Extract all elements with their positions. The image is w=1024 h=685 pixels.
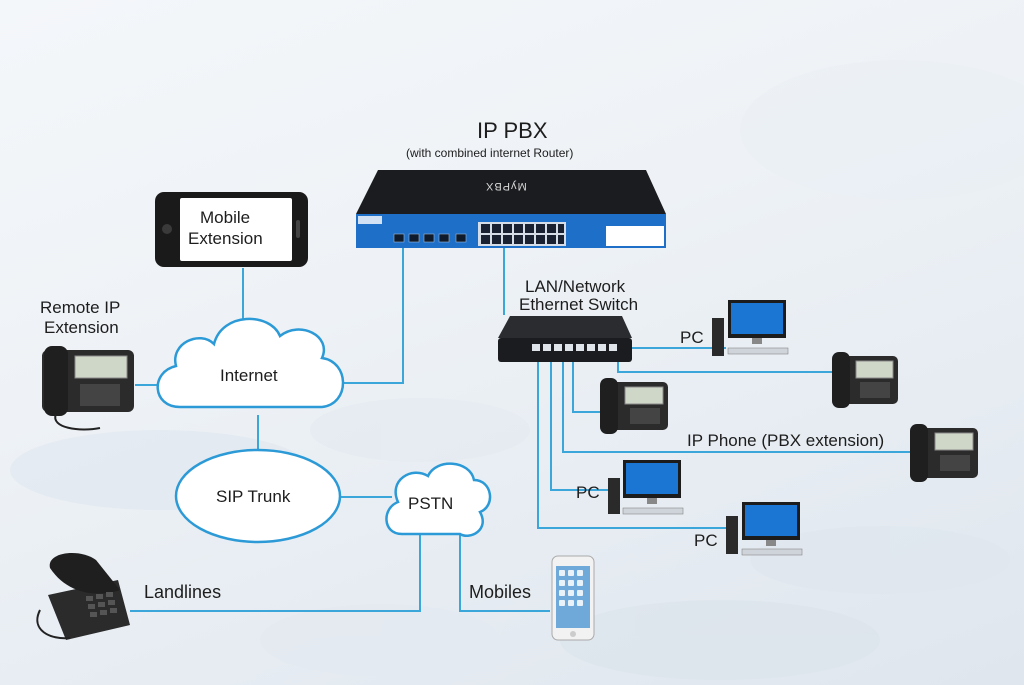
link-pstn-landline <box>130 535 421 612</box>
pc-2-device <box>608 460 684 515</box>
internet-label: Internet <box>220 366 278 385</box>
smartphone-device <box>551 555 595 641</box>
internet-cloud <box>156 317 345 409</box>
pc-3-label: PC <box>694 531 718 550</box>
sip-trunk-ellipse <box>174 448 342 544</box>
pstn-cloud <box>385 462 492 537</box>
connection-links <box>130 247 910 612</box>
pbx-subtitle: (with combined internet Router) <box>406 146 574 160</box>
ip-phone-right-bottom <box>910 424 978 482</box>
link-switch-pc3 <box>537 360 726 529</box>
link-switch-pc2 <box>550 360 608 491</box>
mobile-extension-label-line2: Extension <box>188 229 263 248</box>
remote-ip-label-line1: Remote IP <box>40 298 121 317</box>
link-switch-phone-mid <box>572 360 604 413</box>
landline-phone <box>36 553 130 640</box>
link-pstn-mobile <box>459 535 550 612</box>
ip-pbx-device <box>356 170 666 248</box>
pc-1-device <box>712 300 789 356</box>
mobiles-label: Mobiles <box>469 582 532 602</box>
background-keys <box>10 60 1024 680</box>
link-internet-pbx <box>343 247 404 384</box>
ip-phone-label: IP Phone (PBX extension) <box>687 431 885 450</box>
sip-trunk-label: SIP Trunk <box>216 487 291 506</box>
pc-3-device <box>726 502 803 556</box>
ethernet-switch-device <box>498 316 632 362</box>
pbx-brand: MyPBX <box>485 180 527 192</box>
landlines-label: Landlines <box>144 582 222 602</box>
ip-phone-middle <box>600 378 668 434</box>
remote-ip-phone <box>42 346 134 431</box>
link-switch-phone-right <box>617 360 832 373</box>
pc-1-label: PC <box>680 328 704 347</box>
mobile-extension-label-line1: Mobile <box>200 208 251 227</box>
ip-phone-right-top <box>832 352 898 408</box>
switch-label-line1: LAN/Network <box>525 277 626 296</box>
remote-ip-label-line2: Extension <box>44 318 119 337</box>
mobile-extension-device <box>155 192 308 267</box>
pbx-title: IP PBX <box>477 118 548 143</box>
link-switch-phone-ip <box>562 360 910 453</box>
switch-label-line2: Ethernet Switch <box>519 295 639 314</box>
pstn-label: PSTN <box>408 494 454 513</box>
pc-2-label: PC <box>576 483 600 502</box>
